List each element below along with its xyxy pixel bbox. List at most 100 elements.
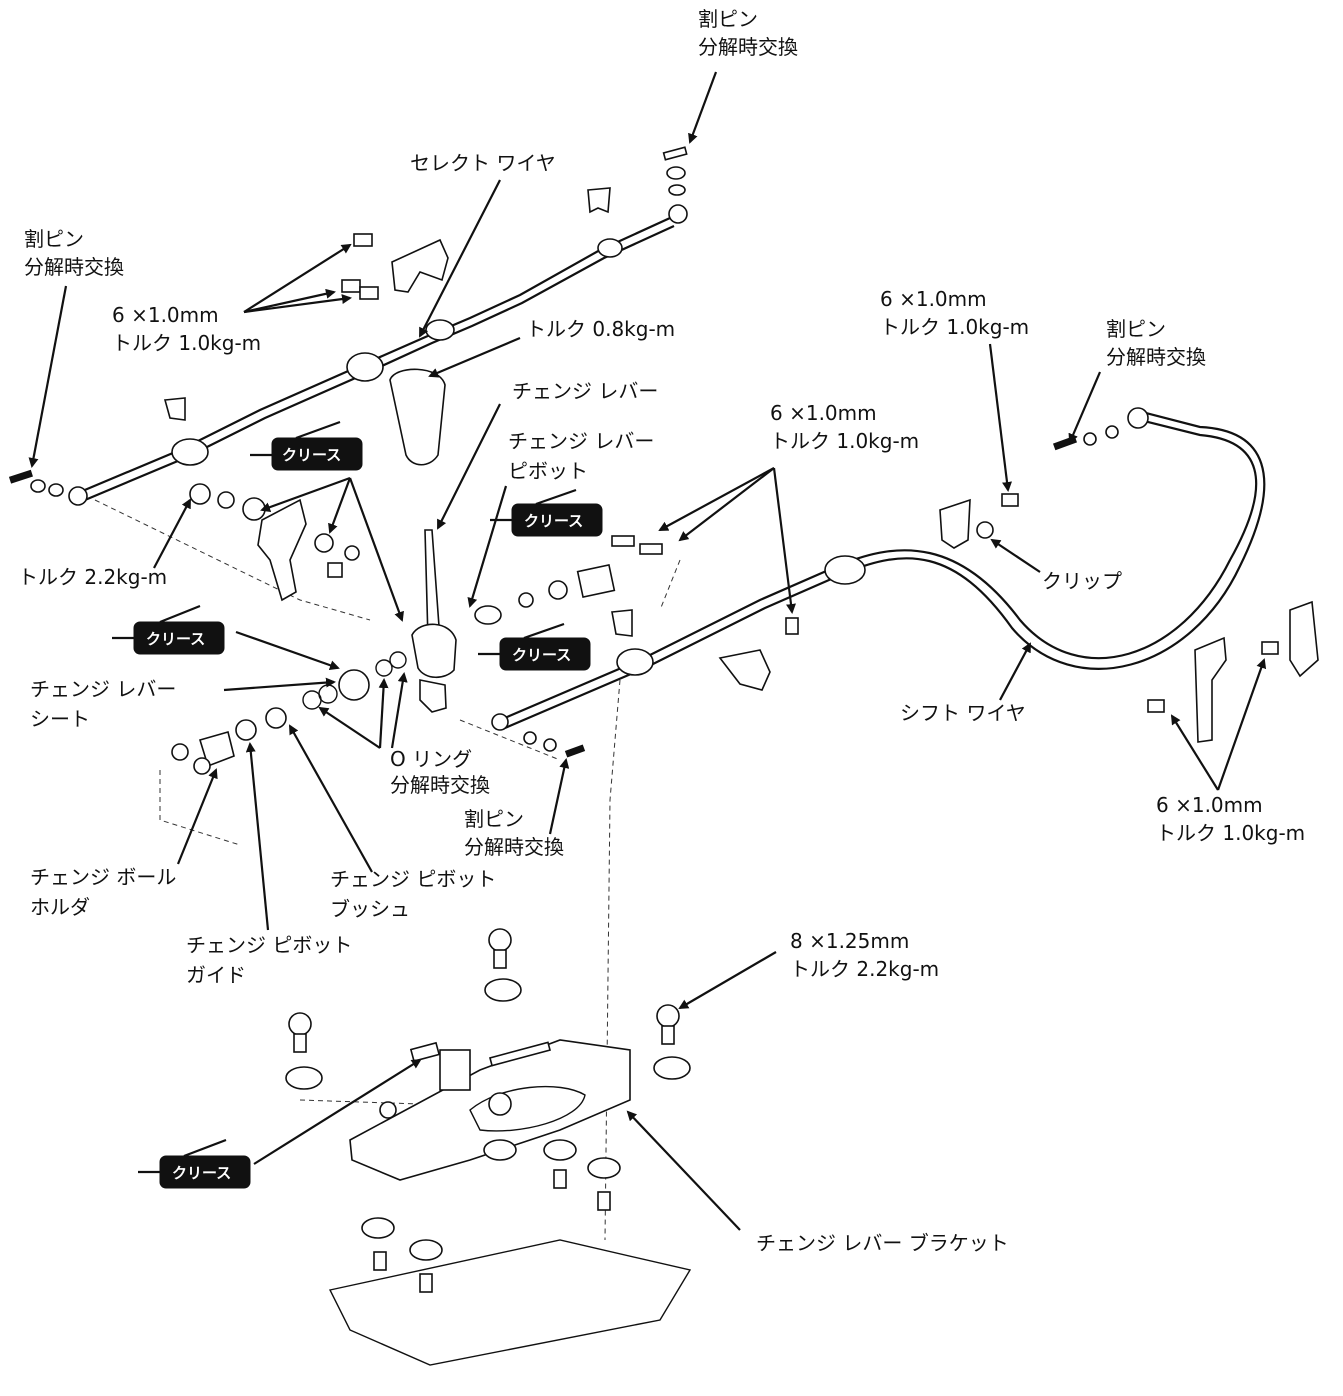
- change-lever-arm: [419, 679, 447, 713]
- bolt-shank: [553, 1169, 567, 1189]
- cotter-pin-right: [1052, 435, 1078, 451]
- bolt: [409, 1041, 441, 1063]
- floor-panel: [328, 1239, 692, 1366]
- bolt-shank: [597, 1191, 611, 1211]
- bracket-clamp: [439, 1049, 471, 1091]
- bolt: [639, 543, 663, 555]
- cable-bracket: [718, 649, 771, 691]
- mount-rubber: [653, 1056, 691, 1080]
- washer: [518, 592, 534, 608]
- change-ball-holder: [198, 731, 235, 768]
- change-pivot-bush: [265, 707, 287, 729]
- grease-label: クリース: [524, 512, 583, 530]
- bush: [548, 580, 568, 600]
- label-change-pivot-bush-1: チェンジ ピボット: [330, 867, 496, 891]
- stud: [489, 1041, 551, 1067]
- washer: [543, 738, 557, 752]
- shift-wire-lever-boot: [616, 648, 654, 676]
- mount-rubber: [361, 1217, 395, 1239]
- select-wire-boot: [346, 352, 384, 382]
- grease-tube: クリース: [138, 1138, 251, 1189]
- label-torque-right: トルク 1.0kg-m: [1156, 821, 1305, 845]
- label-replace-left: 分解時交換: [24, 255, 124, 279]
- change-lever: [424, 529, 441, 641]
- guide-line: [604, 679, 621, 1241]
- label-bolt-shift-bracket: 6 ×1.0mm: [880, 287, 987, 311]
- bolt: [1147, 699, 1165, 713]
- grease-tube: クリース: [112, 604, 225, 655]
- bolt-shank: [493, 949, 507, 969]
- grease-label: クリース: [512, 646, 571, 664]
- o-ring: [389, 651, 407, 669]
- grease-tube: クリース: [490, 488, 603, 537]
- o-ring: [318, 684, 338, 704]
- label-change-lever-pivot-2: ピボット: [508, 459, 588, 483]
- leader-lines: [28, 71, 1267, 1231]
- label-bolt-center: 6 ×1.0mm: [770, 401, 877, 425]
- cotter-pin-left: [8, 469, 33, 484]
- guide-line: [94, 499, 371, 621]
- label-torque-center: トルク 1.0kg-m: [770, 429, 919, 453]
- label-o-ring: O リング: [390, 747, 472, 771]
- bolt-shank: [293, 1033, 307, 1053]
- label-shift-wire: シフト ワイヤ: [900, 701, 1026, 725]
- label-select-wire: セレクト ワイヤ: [410, 151, 556, 175]
- label-cotter-pin-right: 割ピン: [1106, 317, 1166, 341]
- cotter-pin-bottom: [564, 744, 586, 758]
- bolt: [1261, 641, 1279, 655]
- label-torque-bracket: トルク 2.2kg-m: [790, 957, 939, 981]
- bolt: [359, 286, 379, 300]
- washer: [344, 545, 360, 561]
- bolt-shank: [419, 1273, 433, 1293]
- guide-line: [659, 559, 681, 611]
- bolt-head: [488, 1092, 512, 1116]
- bolt: [353, 233, 373, 247]
- label-torque-knob: トルク 0.8kg-m: [526, 317, 675, 341]
- change-lever-pivot: [474, 605, 502, 625]
- grease-label: クリース: [282, 446, 341, 464]
- label-change-pivot-bush-2: ブッシュ: [330, 897, 410, 921]
- shift-wire-cable: [499, 418, 1258, 722]
- bolt-head: [656, 1004, 680, 1028]
- bolt: [1001, 493, 1019, 507]
- clip-part: [976, 521, 994, 539]
- shift-wire-cable-inner: [504, 410, 1266, 730]
- select-wire-grommet: [425, 319, 455, 341]
- mount-rubber: [483, 1139, 517, 1161]
- bolt: [785, 617, 799, 635]
- label-change-pivot-guide-1: チェンジ ピボット: [186, 933, 352, 957]
- shift-lever-right: [1194, 636, 1227, 743]
- shift-arm-right: [1289, 600, 1319, 678]
- grease-tube: クリース: [478, 622, 591, 671]
- pivot-holder: [576, 564, 616, 598]
- grease-label: クリース: [146, 630, 205, 648]
- change-lever-body: [411, 623, 457, 679]
- bolt-head: [488, 928, 512, 952]
- label-torque-lever: トルク 2.2kg-m: [18, 565, 167, 589]
- mount-rubber: [484, 978, 522, 1002]
- select-wire-bracket: [391, 238, 449, 293]
- washer: [217, 491, 235, 509]
- label-replace-top: 分解時交換: [698, 35, 798, 59]
- bush: [189, 483, 211, 505]
- select-wire-sleeve: [597, 238, 623, 258]
- shift-wire-lever-eye: [491, 713, 509, 731]
- washer: [1083, 432, 1097, 446]
- label-replace-right: 分解時交換: [1106, 345, 1206, 369]
- bush: [314, 533, 334, 553]
- shift-wire-boot: [824, 555, 866, 585]
- clip-part: [587, 187, 611, 214]
- washer: [666, 166, 686, 180]
- label-change-pivot-guide-2: ガイド: [186, 963, 246, 987]
- label-change-lever: チェンジ レバー: [512, 379, 658, 403]
- washer: [48, 483, 64, 497]
- grease-tube: クリース: [250, 420, 363, 471]
- label-torque-shift-bracket: トルク 1.0kg-m: [880, 315, 1029, 339]
- o-ring: [375, 659, 393, 677]
- washer: [193, 757, 211, 775]
- mount-rubber: [543, 1139, 577, 1161]
- bolt-head: [288, 1012, 312, 1036]
- bracket-opening: [469, 1085, 586, 1132]
- label-bolt-bracket: 8 ×1.25mm: [790, 929, 909, 953]
